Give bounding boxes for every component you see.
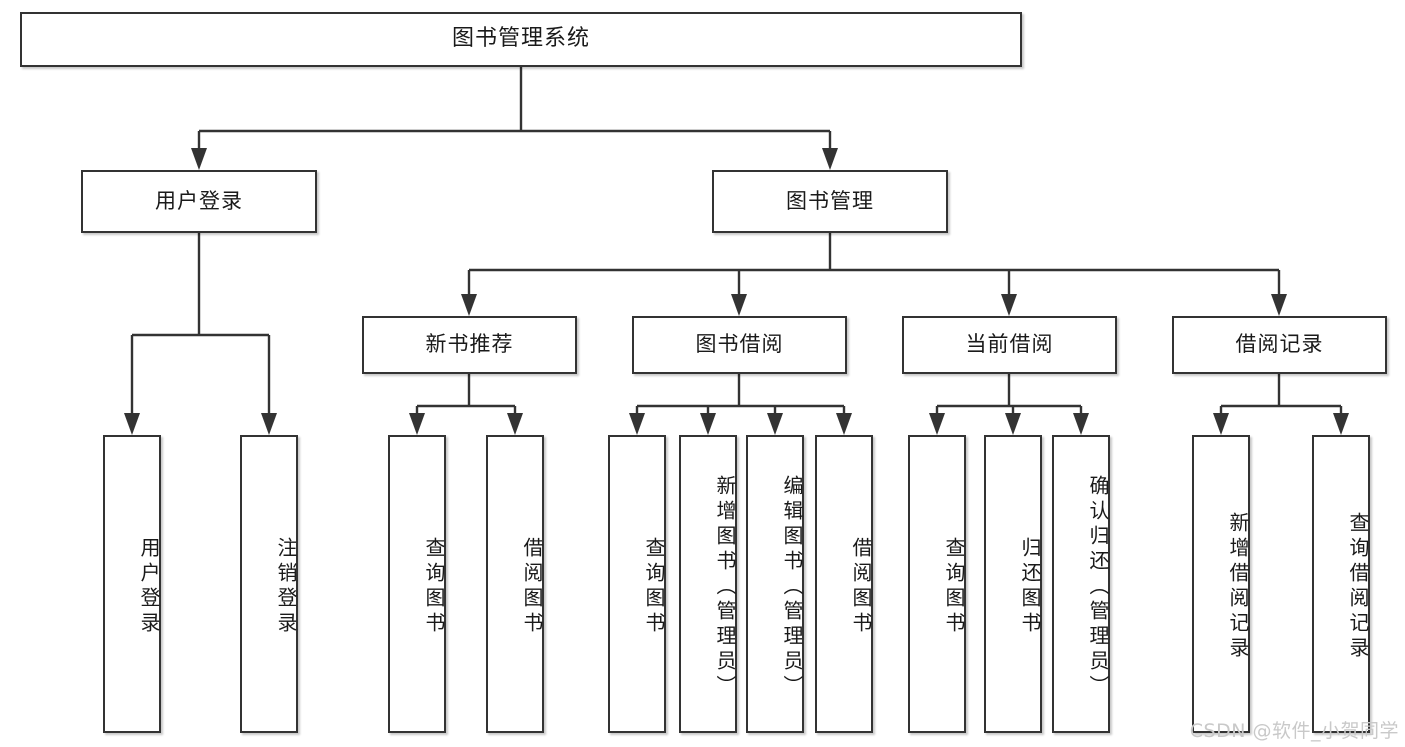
leaf-borrow-book-new-label: 借阅图书 xyxy=(520,537,544,637)
leaf-query-book-current-label: 查询图书 xyxy=(942,537,966,637)
node-new-book-recommendation-label: 新书推荐 xyxy=(425,332,514,357)
leaf-confirm-return-admin-label: 确认归还（管理员） xyxy=(1086,474,1110,700)
node-book-borrow-label: 图书借阅 xyxy=(695,332,784,357)
watermark-text: CSDN @软件_小贺同学 xyxy=(1189,720,1399,742)
arrow-leaf-query-book-3 xyxy=(929,413,945,435)
arrow-leaf-query-record xyxy=(1333,413,1349,435)
arrow-to-borrow-record xyxy=(1271,294,1287,316)
node-book-borrow[interactable]: 图书借阅 xyxy=(632,316,847,374)
leaf-edit-book-admin[interactable]: 编辑图书（管理员） xyxy=(746,435,804,733)
leaf-add-book-admin-label: 新增图书（管理员） xyxy=(713,474,737,700)
node-borrow-record[interactable]: 借阅记录 xyxy=(1172,316,1387,374)
node-root-system[interactable]: 图书管理系统 xyxy=(20,12,1022,67)
leaf-query-book-new-label: 查询图书 xyxy=(422,537,446,637)
leaf-query-book-borrow[interactable]: 查询图书 xyxy=(608,435,666,733)
node-borrow-record-label: 借阅记录 xyxy=(1235,332,1324,357)
leaf-add-book-admin[interactable]: 新增图书（管理员） xyxy=(679,435,737,733)
leaf-borrow-book-new[interactable]: 借阅图书 xyxy=(486,435,544,733)
node-book-management[interactable]: 图书管理 xyxy=(712,170,948,233)
leaf-logout[interactable]: 注销登录 xyxy=(240,435,298,733)
leaf-user-login-label: 用户登录 xyxy=(137,537,161,637)
leaf-logout-label: 注销登录 xyxy=(274,537,298,637)
leaf-query-book-new[interactable]: 查询图书 xyxy=(388,435,446,733)
node-user-login-label: 用户登录 xyxy=(155,188,243,213)
leaf-return-book[interactable]: 归还图书 xyxy=(984,435,1042,733)
node-current-borrow-label: 当前借阅 xyxy=(965,332,1054,357)
arrow-to-user-login xyxy=(191,148,207,170)
leaf-borrow-book-label: 借阅图书 xyxy=(849,537,873,637)
node-root-label: 图书管理系统 xyxy=(451,26,590,52)
leaf-add-borrow-record[interactable]: 新增借阅记录 xyxy=(1192,435,1250,733)
arrow-leaf-borrow-book-1 xyxy=(507,413,523,435)
arrow-leaf-query-book-2 xyxy=(629,413,645,435)
node-current-borrow[interactable]: 当前借阅 xyxy=(902,316,1117,374)
arrow-leaf-user-login xyxy=(124,413,140,435)
arrow-leaf-confirm-return xyxy=(1073,413,1089,435)
leaf-add-borrow-record-label: 新增借阅记录 xyxy=(1226,512,1250,662)
arrow-to-book-borrow xyxy=(731,294,747,316)
arrow-leaf-add-book xyxy=(700,413,716,435)
node-new-book-recommendation[interactable]: 新书推荐 xyxy=(362,316,577,374)
arrow-to-new-book-rec xyxy=(461,294,477,316)
node-user-login[interactable]: 用户登录 xyxy=(81,170,317,233)
arrow-to-current-borrow xyxy=(1001,294,1017,316)
leaf-confirm-return-admin[interactable]: 确认归还（管理员） xyxy=(1052,435,1110,733)
leaf-borrow-book[interactable]: 借阅图书 xyxy=(815,435,873,733)
node-book-management-label: 图书管理 xyxy=(786,188,874,213)
arrow-to-book-mgmt xyxy=(822,148,838,170)
leaf-user-login[interactable]: 用户登录 xyxy=(103,435,161,733)
arrow-leaf-return-book xyxy=(1005,413,1021,435)
leaf-query-book-borrow-label: 查询图书 xyxy=(642,537,666,637)
leaf-return-book-label: 归还图书 xyxy=(1018,537,1042,637)
leaf-edit-book-admin-label: 编辑图书（管理员） xyxy=(780,474,804,700)
leaf-query-borrow-record[interactable]: 查询借阅记录 xyxy=(1312,435,1370,733)
arrow-leaf-query-book-1 xyxy=(409,413,425,435)
leaf-query-borrow-record-label: 查询借阅记录 xyxy=(1346,512,1370,662)
arrow-leaf-add-record xyxy=(1213,413,1229,435)
leaf-query-book-current[interactable]: 查询图书 xyxy=(908,435,966,733)
arrow-leaf-borrow-book-2 xyxy=(836,413,852,435)
arrow-leaf-logout xyxy=(261,413,277,435)
arrow-leaf-edit-book xyxy=(767,413,783,435)
